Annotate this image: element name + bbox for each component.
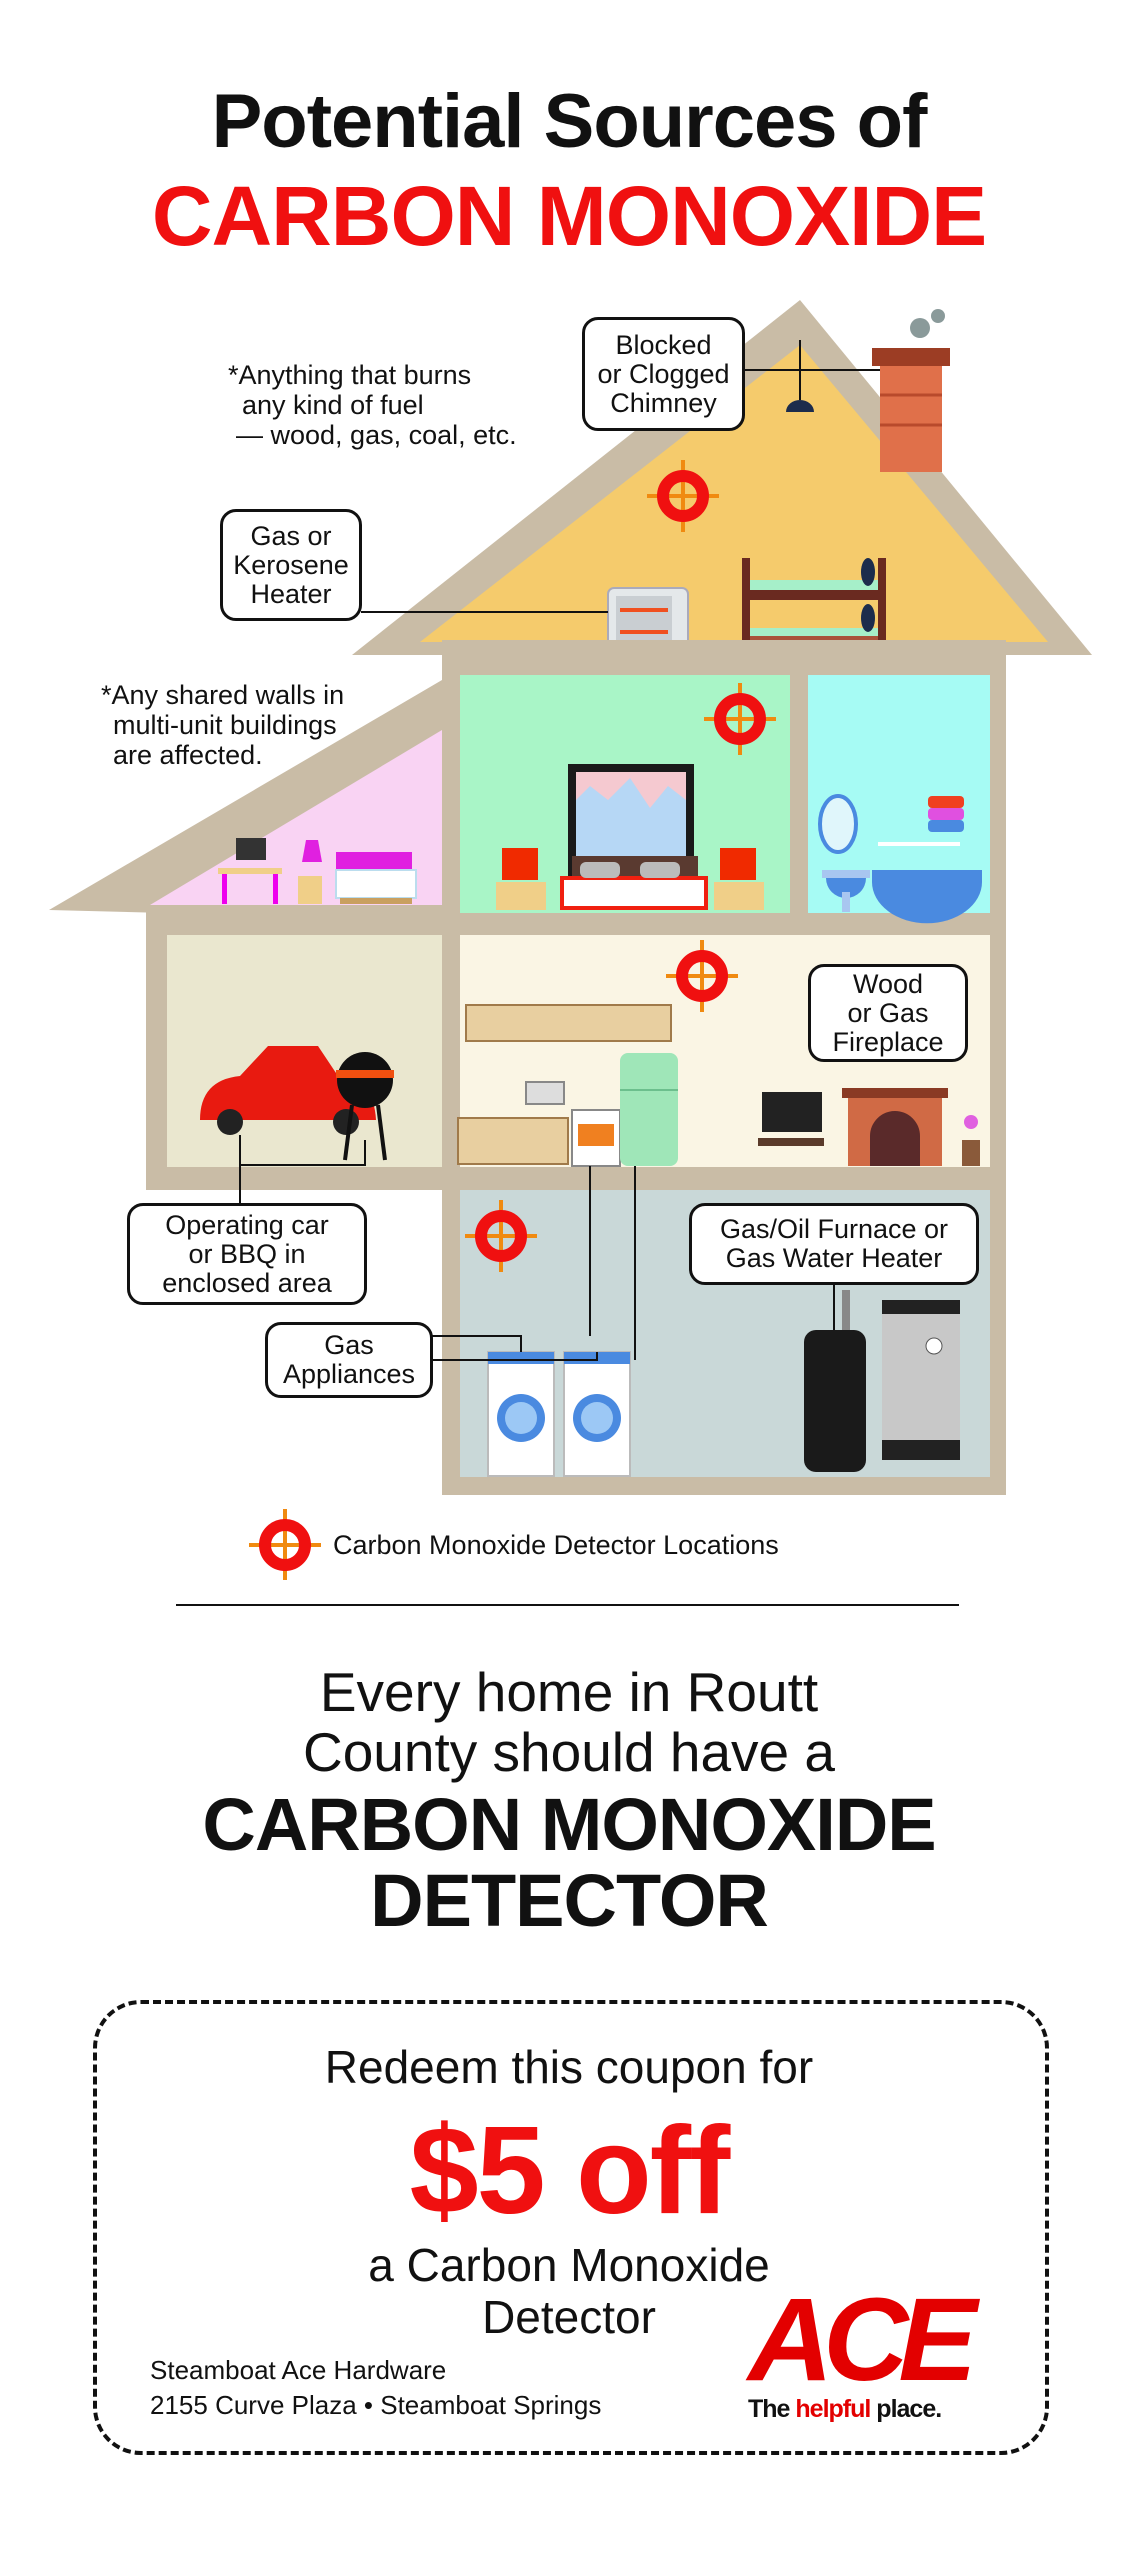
shared-walls-note: *Any shared walls in multi-unit building… xyxy=(101,680,344,770)
store-name: Steamboat Ace Hardware xyxy=(150,2355,447,2385)
stove-icon xyxy=(571,1109,621,1167)
walls-note-line: multi-unit buildings xyxy=(113,710,337,740)
bathtub-icon xyxy=(872,870,982,924)
callout-gas-appliances: Gas Appliances xyxy=(265,1322,433,1398)
kitchen-cabinets-icon xyxy=(457,1004,672,1165)
fuel-note-line: — wood, gas, coal, etc. xyxy=(236,420,517,450)
refrigerator-icon xyxy=(620,1053,678,1166)
callout-line: Wood xyxy=(852,968,924,999)
callout-car-bbq: Operating car or BBQ in enclosed area xyxy=(127,1203,367,1305)
dryer-icon xyxy=(563,1351,631,1477)
tv-icon xyxy=(758,1092,824,1146)
desk-with-monitor-icon xyxy=(218,838,282,904)
walls-note-line: are affected. xyxy=(113,740,263,770)
callout-furnace: Gas/Oil Furnace or Gas Water Heater xyxy=(689,1203,979,1285)
sink-icon xyxy=(822,870,870,912)
tagline-place: place. xyxy=(876,2395,942,2423)
co-detector-icon xyxy=(666,940,738,1012)
message-line-2: County should have a xyxy=(302,1721,836,1783)
flower-pot-icon xyxy=(962,1115,980,1166)
callout-line: enclosed area xyxy=(162,1267,332,1298)
ace-logo-wordmark: ACE xyxy=(748,2274,977,2406)
callout-line: Kerosene xyxy=(233,549,349,580)
space-heater-icon xyxy=(607,587,689,655)
coupon-offer: $5 off xyxy=(409,2102,731,2240)
message-line-4: DETECTOR xyxy=(370,1859,769,1942)
towels-shelf-icon xyxy=(878,796,964,846)
legend-label: Carbon Monoxide Detector Locations xyxy=(333,1530,779,1560)
store-address: 2155 Curve Plaza • Steamboat Springs xyxy=(150,2390,602,2420)
chimney-icon xyxy=(872,309,950,472)
title-line-2: CARBON MONOXIDE xyxy=(151,169,987,263)
message-line-3: CARBON MONOXIDE xyxy=(202,1783,936,1866)
callout-line: Gas xyxy=(324,1330,374,1360)
fuel-note-line: *Anything that burns xyxy=(228,360,472,390)
callout-fireplace: Wood or Gas Fireplace xyxy=(808,964,968,1062)
callout-line: Chimney xyxy=(610,387,717,418)
callout-line: or Clogged xyxy=(597,358,730,389)
callout-line: Operating car xyxy=(165,1209,329,1240)
callout-line: Heater xyxy=(250,578,332,609)
fuel-note-line: any kind of fuel xyxy=(242,390,424,420)
walls-note-line: *Any shared walls in xyxy=(101,680,345,710)
furnace-icon xyxy=(804,1290,866,1472)
nightstand-lamp-icon xyxy=(496,848,546,910)
message-line-1: Every home in Routt xyxy=(319,1661,819,1723)
pink-lamp-icon xyxy=(298,840,322,904)
callout-line: Gas/Oil Furnace or xyxy=(719,1214,949,1244)
callout-line: Gas or xyxy=(250,520,332,551)
water-heater-icon xyxy=(882,1300,960,1460)
coupon-box xyxy=(93,2000,1049,2455)
brick-fireplace-icon xyxy=(842,1088,948,1166)
callout-line: Blocked xyxy=(615,329,712,360)
house-illustration xyxy=(49,300,1092,1580)
coupon-item-line-2: Detector xyxy=(482,2291,656,2343)
microwave-icon xyxy=(525,1081,565,1105)
nightstand-lamp-icon xyxy=(714,848,764,910)
double-bed-icon xyxy=(560,856,708,910)
attic-room xyxy=(420,345,1048,642)
coupon-intro: Redeem this coupon for xyxy=(324,2041,814,2093)
divider xyxy=(176,1604,959,1606)
ceiling-lamp-icon xyxy=(786,400,814,412)
callout-line: Appliances xyxy=(282,1359,416,1389)
callout-heater: Gas or Kerosene Heater xyxy=(220,509,362,621)
ace-tagline: The helpful place. xyxy=(748,2395,1008,2424)
bbq-grill-icon xyxy=(336,1052,394,1161)
co-detector-icon xyxy=(465,1200,537,1272)
callout-line: Fireplace xyxy=(832,1026,944,1057)
title-line-1: Potential Sources of xyxy=(211,79,928,164)
co-detector-icon xyxy=(704,683,776,755)
legend-detector-icon xyxy=(249,1509,321,1580)
callout-line: or BBQ in xyxy=(188,1238,306,1269)
mirror-icon xyxy=(818,794,858,854)
co-detector-icon xyxy=(647,460,719,532)
tagline-helpful: helpful xyxy=(795,2395,871,2423)
tagline-the: The xyxy=(748,2395,790,2423)
coupon-item-line-1: a Carbon Monoxide xyxy=(368,2239,770,2291)
ace-logo: ACE The helpful place. xyxy=(748,2274,1008,2425)
single-bed-icon xyxy=(335,852,417,904)
fuel-note: *Anything that burns any kind of fuel — … xyxy=(228,360,517,450)
washing-machine-icon xyxy=(487,1351,555,1477)
callout-line: Gas Water Heater xyxy=(725,1243,943,1273)
callout-line: or Gas xyxy=(847,997,929,1028)
callout-chimney: Blocked or Clogged Chimney xyxy=(582,317,745,431)
